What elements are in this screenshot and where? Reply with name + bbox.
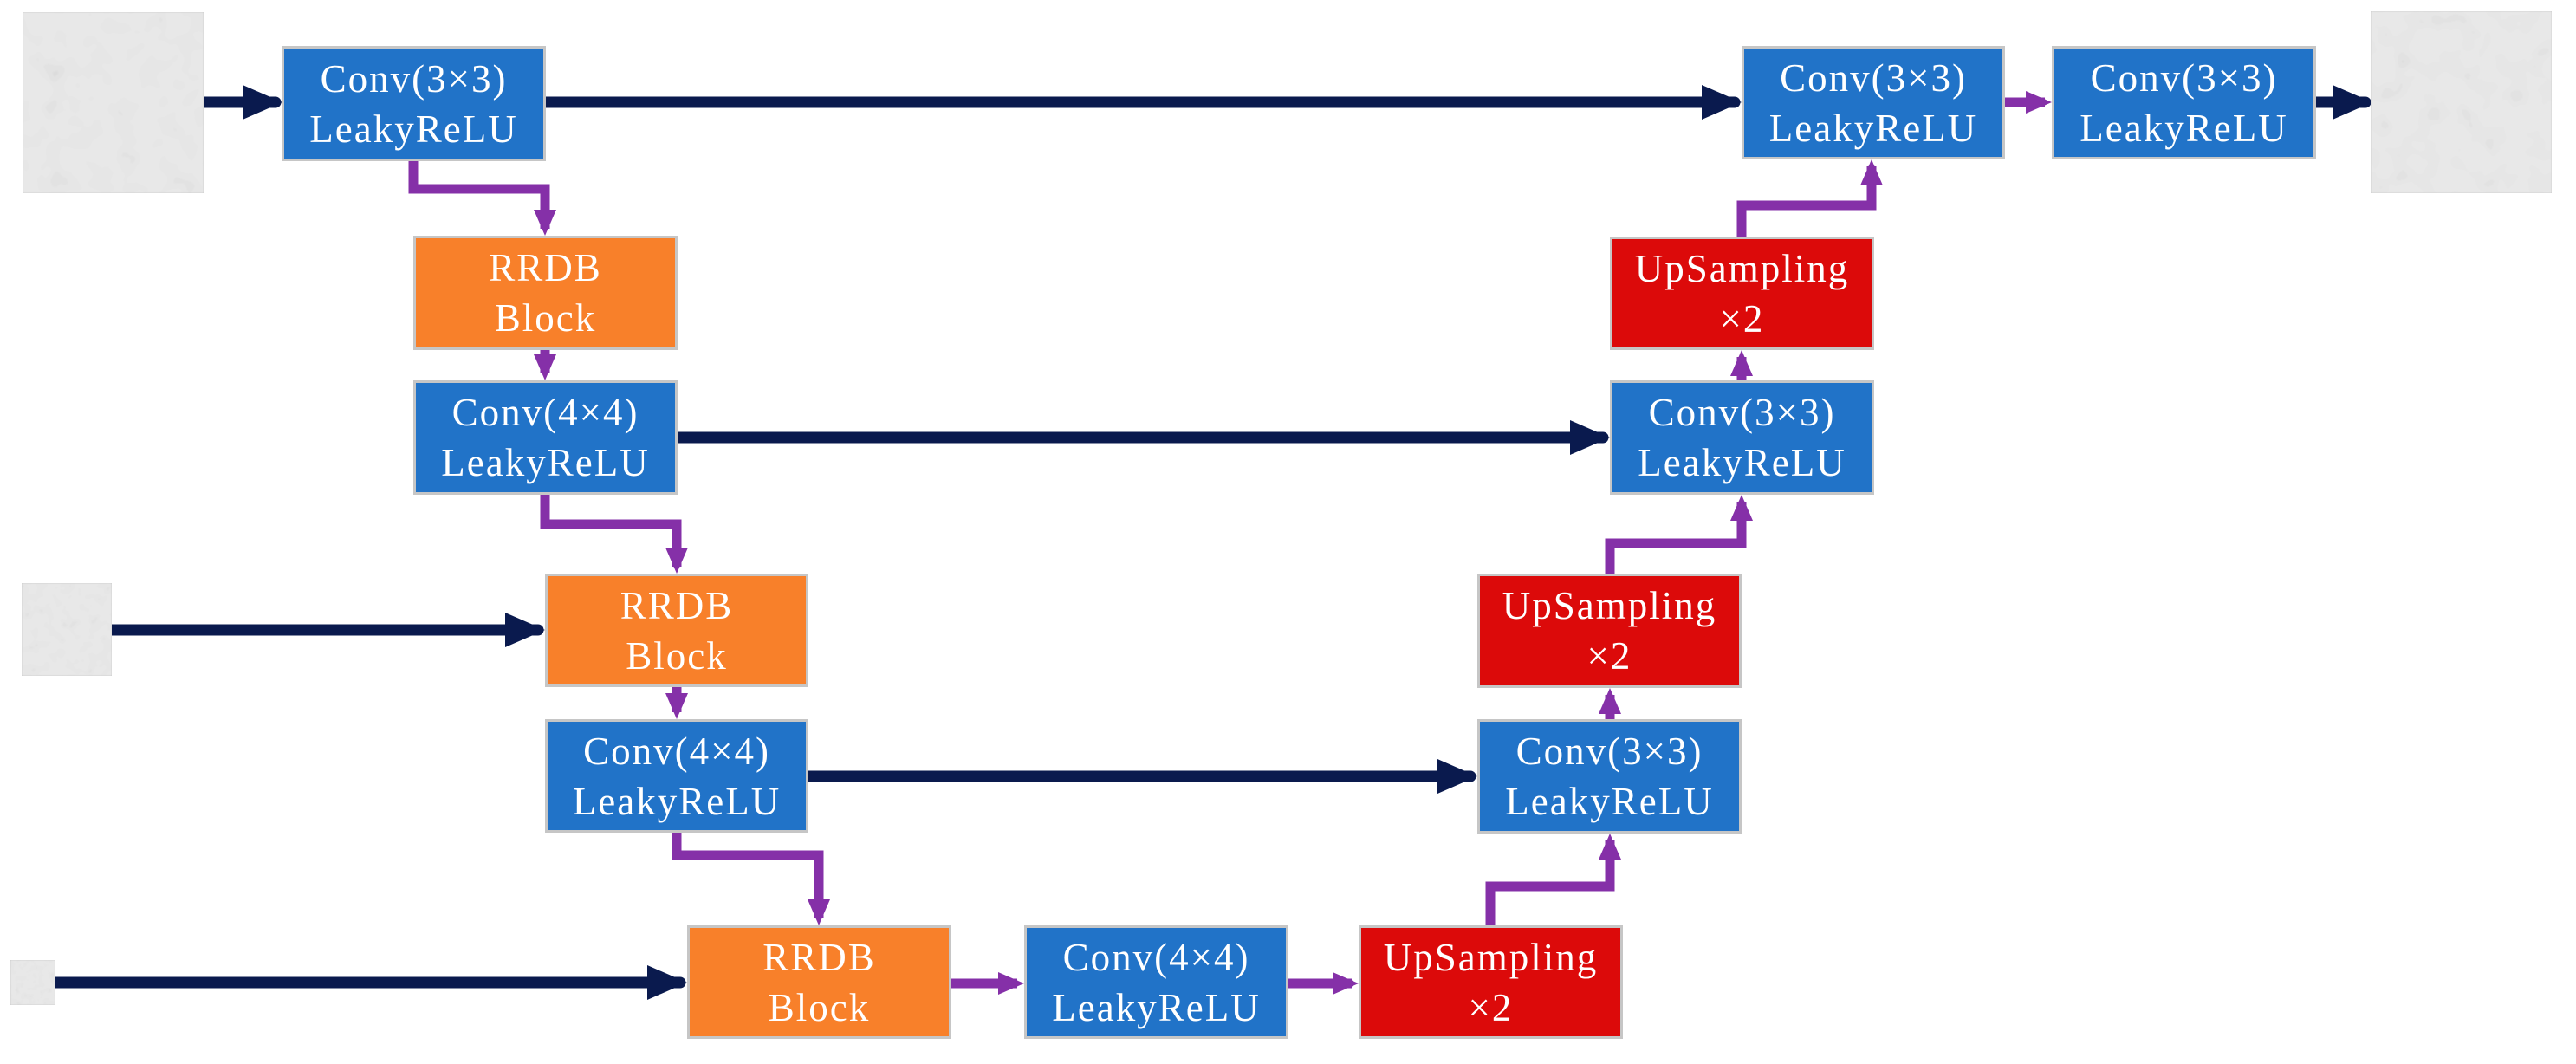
- block-label-line2: ×2: [1719, 296, 1765, 341]
- block-label-line1: Conv(3×3): [1515, 730, 1703, 773]
- decoder-conv-3x3-level1: Conv(3×3) LeakyReLU: [1610, 380, 1874, 495]
- arrow-ups2-to-dconv1: [1605, 495, 1753, 574]
- block-label-line1: RRDB: [489, 246, 602, 289]
- encoder-conv-4x4-level3: Conv(4×4) LeakyReLU: [1024, 925, 1288, 1039]
- encoder-conv-3x3-level0: Conv(3×3) LeakyReLU: [282, 46, 546, 161]
- block-label-line2: LeakyReLU: [1505, 780, 1714, 823]
- arrow-ups1-to-dconva: [1736, 159, 1883, 237]
- decoder-upsampling-x2-level2: UpSampling ×2: [1477, 574, 1742, 688]
- arrow-conv0-to-rrdb1: [408, 161, 556, 236]
- block-label-line2: LeakyReLU: [441, 441, 650, 484]
- block-label-line2: LeakyReLU: [1638, 441, 1846, 484]
- block-label-line1: RRDB: [762, 935, 876, 979]
- block-label-line2: Block: [768, 985, 871, 1029]
- arrow-conv1-to-rrdb2: [540, 495, 688, 574]
- encoder-rrdb-block-3: RRDB Block: [687, 925, 951, 1039]
- encoder-rrdb-block-2: RRDB Block: [545, 574, 808, 687]
- block-label-line1: Conv(3×3): [320, 56, 508, 101]
- decoder-upsampling-x2-level1: UpSampling ×2: [1610, 237, 1874, 350]
- block-label-line2: LeakyReLU: [309, 107, 518, 151]
- block-label-line2: LeakyReLU: [2080, 106, 2288, 150]
- block-label-line1: Conv(4×4): [1062, 935, 1250, 979]
- block-label-line1: UpSampling: [1502, 584, 1717, 627]
- block-label-line1: Conv(3×3): [2090, 55, 2278, 100]
- block-label-line1: Conv(4×4): [583, 729, 770, 773]
- decoder-conv-3x3-out-b: Conv(3×3) LeakyReLU: [2052, 46, 2316, 159]
- arrow-conv2-to-rrdb3: [672, 833, 830, 925]
- block-label-line2: ×2: [1468, 985, 1514, 1029]
- block-label-line1: Conv(4×4): [451, 391, 639, 434]
- microstructure-texture: [23, 12, 204, 193]
- microstructure-texture: [2371, 11, 2552, 193]
- block-label-line2: Block: [626, 633, 728, 678]
- block-label-line1: RRDB: [620, 583, 734, 627]
- encoder-conv-4x4-level2: Conv(4×4) LeakyReLU: [545, 719, 808, 833]
- input-image-half-res: [22, 583, 112, 676]
- encoder-conv-4x4-level1: Conv(4×4) LeakyReLU: [413, 380, 678, 495]
- decoder-upsampling-x2-level3: UpSampling ×2: [1359, 925, 1623, 1039]
- decoder-conv-3x3-out-a: Conv(3×3) LeakyReLU: [1742, 46, 2005, 159]
- block-label-line2: ×2: [1586, 634, 1632, 678]
- block-label-line1: Conv(3×3): [1648, 391, 1836, 434]
- encoder-rrdb-block-1: RRDB Block: [413, 236, 678, 350]
- decoder-conv-3x3-level2: Conv(3×3) LeakyReLU: [1477, 719, 1742, 834]
- microstructure-texture: [10, 960, 55, 1005]
- microstructure-texture: [22, 583, 112, 676]
- block-label-line2: LeakyReLU: [572, 779, 782, 823]
- block-label-line2: Block: [494, 296, 597, 340]
- arrow-ups3-to-dconv2: [1485, 834, 1621, 925]
- input-image-full-res: [23, 12, 204, 193]
- block-label-line1: Conv(3×3): [1780, 55, 1967, 100]
- block-label-line1: UpSampling: [1634, 246, 1850, 290]
- block-label-line2: LeakyReLU: [1768, 106, 1978, 150]
- input-image-quarter-res: [10, 960, 55, 1005]
- block-label-line2: LeakyReLU: [1052, 985, 1261, 1029]
- block-label-line1: UpSampling: [1383, 935, 1599, 979]
- output-image: [2371, 11, 2552, 193]
